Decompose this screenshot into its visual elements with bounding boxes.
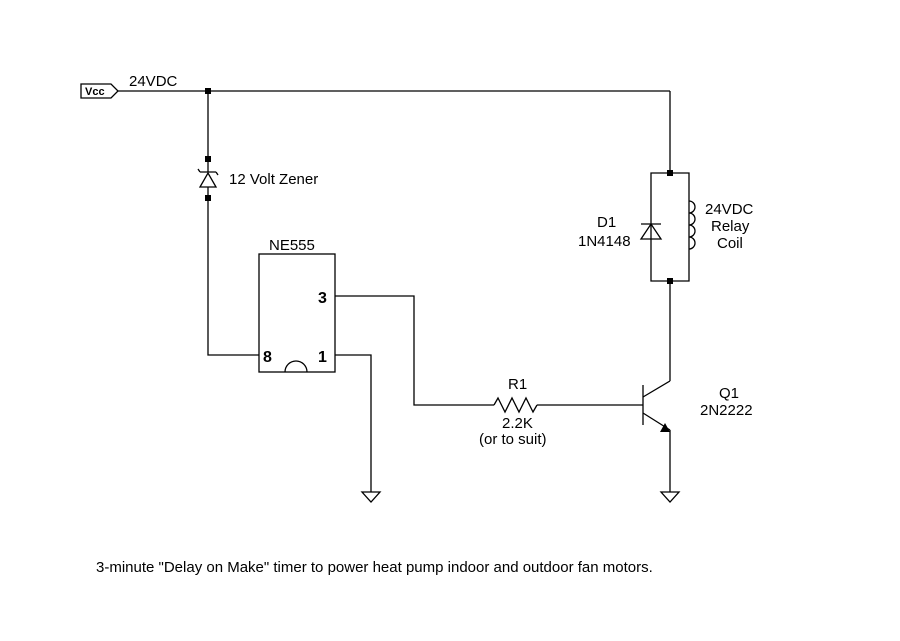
pin3-output-wire bbox=[335, 295, 494, 406]
diagram-caption: 3-minute "Delay on Make" timer to power … bbox=[96, 559, 653, 576]
transistor-part-label: 2N2222 bbox=[700, 402, 753, 419]
ne555-ic-body bbox=[258, 253, 336, 373]
diode-part-label: 1N4148 bbox=[578, 233, 631, 250]
ground-symbol bbox=[360, 491, 382, 503]
relay-label-line1: 24VDC bbox=[705, 201, 754, 218]
pin1-ground-wire bbox=[335, 354, 372, 492]
relay-label-line3: Coil bbox=[717, 235, 743, 252]
resistor-value-label: 2.2K bbox=[502, 415, 533, 432]
zener-pin-dot bbox=[205, 156, 211, 162]
ic-name-label: NE555 bbox=[269, 237, 315, 254]
ground-symbol bbox=[659, 491, 681, 503]
resistor-note-label: (or to suit) bbox=[479, 431, 547, 448]
vcc-port-label: Vcc bbox=[85, 86, 105, 98]
zener-to-pin8-wire bbox=[207, 199, 259, 356]
diode-ref-label: D1 bbox=[597, 214, 616, 231]
relay-label-line2: Relay bbox=[711, 218, 750, 235]
transistor-ref-label: Q1 bbox=[719, 385, 739, 402]
ic-pin3-label: 3 bbox=[318, 290, 327, 307]
zener-label: 12 Volt Zener bbox=[229, 171, 318, 188]
zener-diode-symbol bbox=[197, 162, 219, 196]
relay-loop-wire bbox=[650, 172, 690, 282]
flyback-diode-d1-symbol bbox=[639, 222, 663, 240]
resistor-ref-label: R1 bbox=[508, 376, 527, 393]
vcc-port: Vcc bbox=[80, 83, 119, 99]
supply-voltage-label: 24VDC bbox=[129, 73, 178, 90]
relay-coil-symbol bbox=[688, 200, 696, 250]
resistor-r1-symbol bbox=[493, 396, 538, 414]
transistor-q1-symbol bbox=[642, 380, 671, 432]
ic-pin8-label: 8 bbox=[263, 349, 272, 366]
zener-pin-dot bbox=[205, 195, 211, 201]
ic-notch bbox=[284, 360, 308, 373]
ic-pin1-label: 1 bbox=[318, 349, 327, 366]
